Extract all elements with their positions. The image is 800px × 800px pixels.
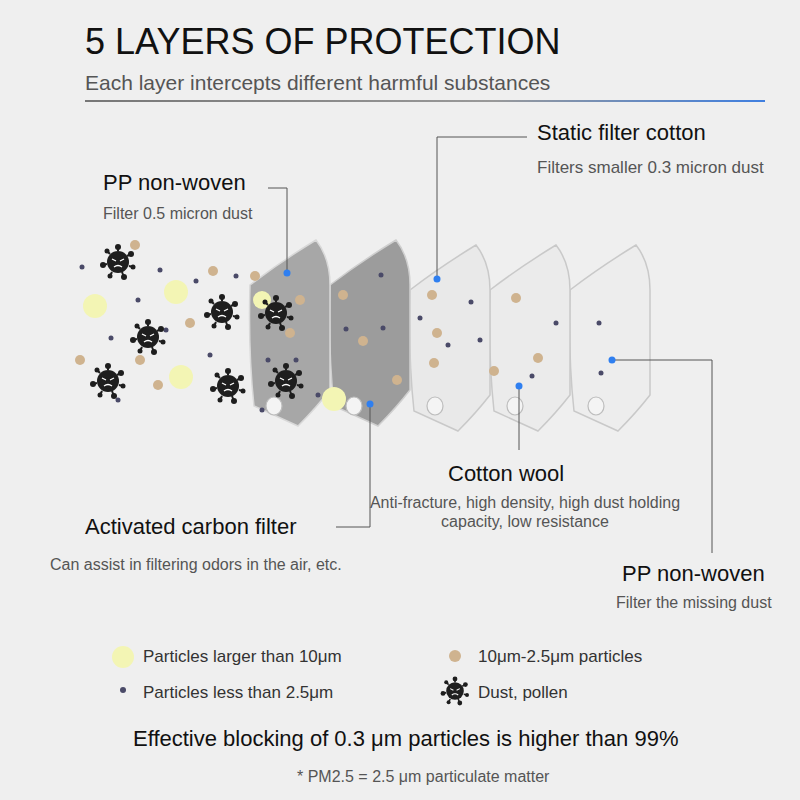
footnote: * PM2.5 = 2.5 μm particulate matter (297, 767, 549, 786)
layer-name: Activated carbon filter (85, 514, 297, 540)
legend-swatch (120, 687, 126, 693)
large-particles (83, 280, 346, 411)
page-title: 5 LAYERS OF PROTECTION (85, 20, 560, 63)
layer-description: Filter the missing dust (616, 593, 772, 612)
layer-name: PP non-woven (103, 170, 246, 196)
layer-name: PP non-woven (622, 561, 765, 587)
leader-dots (284, 270, 616, 408)
header-rule (85, 100, 765, 102)
legend-swatch (112, 646, 134, 668)
valve-circles (266, 397, 604, 415)
layer-description: Filter 0.5 micron dust (103, 204, 252, 223)
legend-text: 10μm-2.5μm particles (478, 647, 642, 667)
layer-description: Can assist in filtering odors in the air… (50, 555, 342, 574)
efficiency-claim: Effective blocking of 0.3 μm particles i… (133, 726, 678, 752)
filter-layers (250, 240, 651, 431)
layer-name: Cotton wool (448, 461, 564, 487)
legend-text: Dust, pollen (478, 683, 568, 703)
dust-pollen (90, 244, 304, 404)
medium-particles (75, 240, 543, 390)
layer-description: Filters smaller 0.3 micron dust (537, 158, 764, 178)
leader-lines (268, 137, 712, 553)
layer-description: Anti-fracture, high density, high dust h… (355, 493, 695, 531)
layer-name: Static filter cotton (537, 120, 706, 146)
legend-swatch (449, 650, 461, 662)
legend-text: Particles less than 2.5μm (143, 683, 333, 703)
fine-particles (80, 265, 604, 413)
legend-text: Particles larger than 10μm (143, 647, 342, 667)
legend-dust-icon (441, 677, 469, 706)
subtitle: Each layer intercepts different harmful … (85, 70, 550, 95)
